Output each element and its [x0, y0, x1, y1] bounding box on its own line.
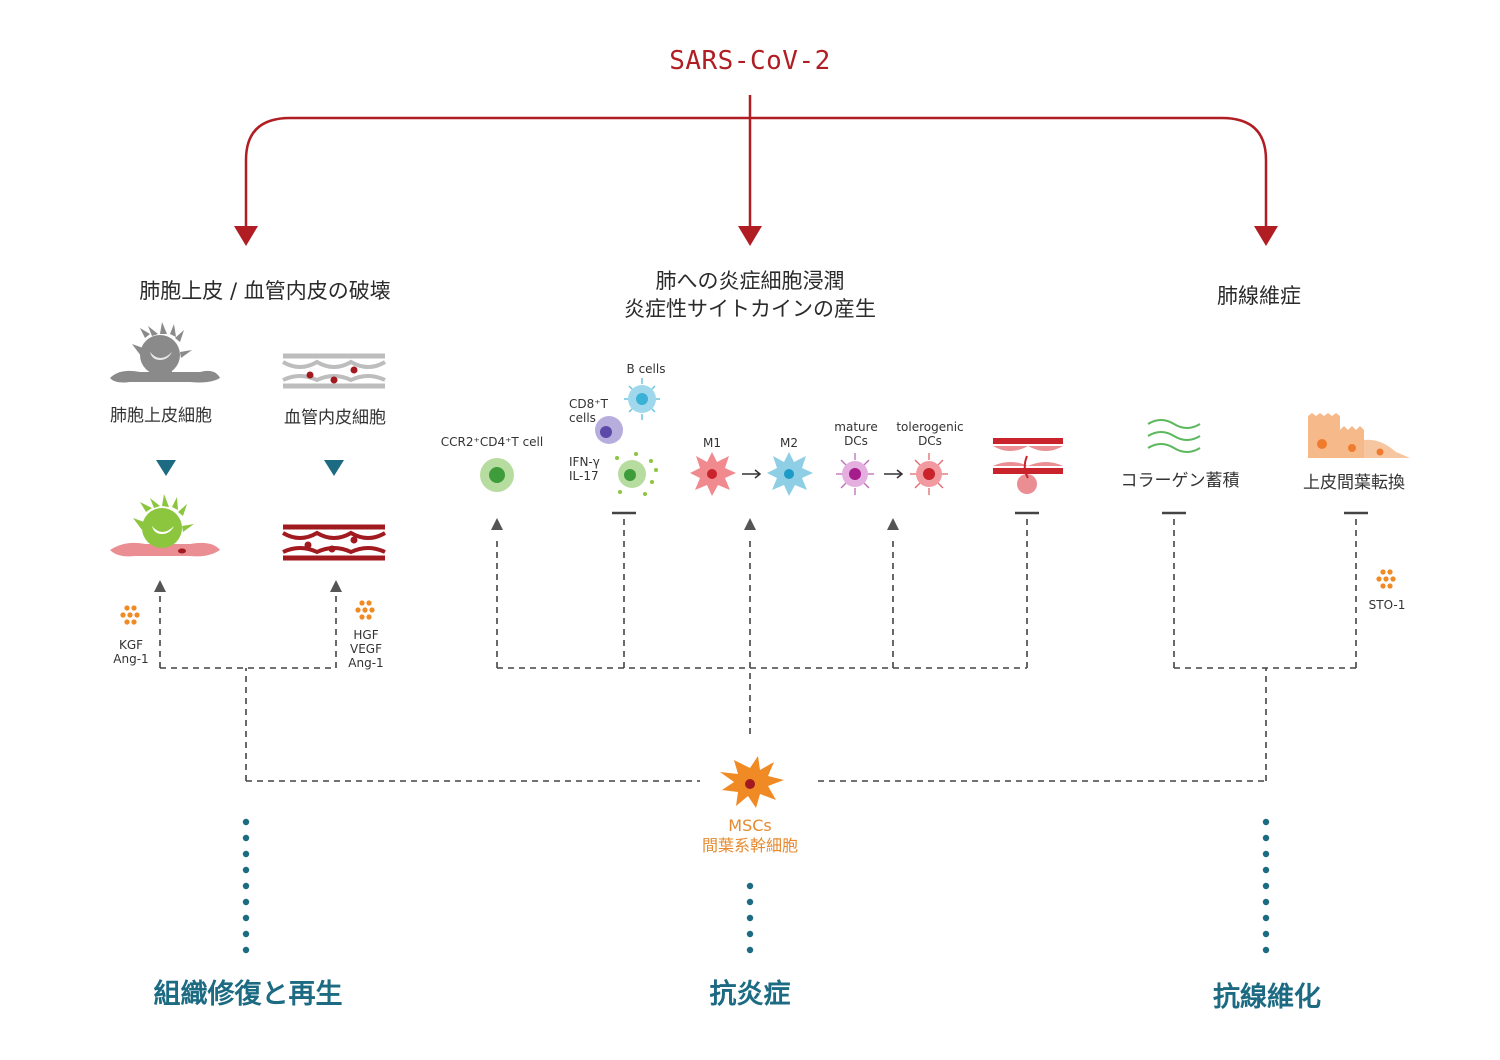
- alveolar-cell-repaired-icon: [110, 494, 220, 557]
- factor-dots-icon: [120, 605, 140, 625]
- alveolar-cell-damaged-icon: [110, 322, 220, 383]
- msc-name: MSCs: [728, 816, 772, 835]
- factor-ang1-right: Ang-1: [348, 656, 384, 670]
- ccr2-t-cell-icon: [480, 458, 514, 492]
- m2-macrophage-icon: [767, 452, 813, 496]
- factor-ang1-left: Ang-1: [113, 652, 149, 666]
- down-triangle-icon: [156, 460, 176, 476]
- tolerogenic-dc-icon: [910, 453, 948, 495]
- emt-icon: [1308, 413, 1410, 458]
- virus-title: SARS-CoV-2: [669, 46, 831, 76]
- factor-dots-icon: [355, 600, 375, 620]
- outcome-anti-fibrosis: 抗線維化: [1213, 982, 1321, 1013]
- outcome-dots: [242, 818, 1270, 954]
- effect-infiltration-line2: 炎症性サイトカインの産生: [624, 297, 876, 321]
- factor-dots-icon: [1376, 569, 1396, 589]
- endothelium-repaired-icon: [281, 524, 387, 561]
- outcome-anti-inflammation: 抗炎症: [709, 979, 791, 1010]
- label-cd8-line2: cells: [569, 411, 596, 425]
- label-m2: M2: [780, 436, 798, 450]
- label-endothelial-cell: 血管内皮細胞: [284, 408, 386, 428]
- endothelium-normal-icon: [281, 353, 387, 389]
- msc-japanese: 間葉系幹細胞: [701, 836, 799, 855]
- outcome-repair: 組織修復と再生: [153, 979, 343, 1010]
- effect-fibrosis: 肺線維症: [1217, 284, 1301, 308]
- label-b-cells: B cells: [626, 362, 666, 376]
- vessel-extravasation-icon: [993, 438, 1063, 494]
- label-tolerogenic-dcs-line2: DCs: [918, 434, 942, 448]
- cd8-t-cell-icon: [595, 416, 623, 444]
- virus-arrowheads: [234, 226, 1278, 246]
- factor-sto1: STO-1: [1368, 598, 1406, 612]
- promote-arrowheads: [154, 518, 899, 592]
- label-il17: IL-17: [569, 469, 599, 483]
- effect-infiltration-line1: 肺への炎症細胞浸潤: [655, 269, 845, 293]
- virus-arrows: [244, 95, 1268, 228]
- label-ccr2-t-cell: CCR2⁺CD4⁺T cell: [440, 435, 544, 449]
- label-ifn-gamma: IFN-γ: [569, 455, 600, 469]
- msc-dashed-links: [159, 516, 1357, 782]
- cytokine-cell-icon: [615, 452, 658, 496]
- label-emt: 上皮間葉転換: [1303, 473, 1405, 493]
- label-mature-dcs-line1: mature: [834, 420, 878, 434]
- mature-dc-icon: [836, 453, 874, 495]
- label-tolerogenic-dcs-line1: tolerogenic: [896, 420, 964, 434]
- factor-kgf: KGF: [118, 638, 144, 652]
- b-cell-icon: [624, 378, 660, 420]
- msc-cell-icon: [720, 756, 784, 808]
- down-triangle-icon: [324, 460, 344, 476]
- factor-vegf: VEGF: [350, 642, 382, 656]
- label-collagen: コラーゲン蓄積: [1120, 471, 1240, 491]
- label-alveolar-cell: 肺胞上皮細胞: [110, 406, 212, 426]
- label-mature-dcs-line2: DCs: [844, 434, 868, 448]
- effect-destruction: 肺胞上皮 / 血管内皮の破壊: [139, 279, 391, 303]
- label-m1: M1: [703, 436, 721, 450]
- transition-arrows: [742, 469, 904, 479]
- label-cd8-line1: CD8⁺T: [569, 397, 608, 411]
- m1-macrophage-icon: [690, 452, 736, 496]
- collagen-icon: [1147, 419, 1201, 453]
- factor-hgf: HGF: [353, 628, 379, 642]
